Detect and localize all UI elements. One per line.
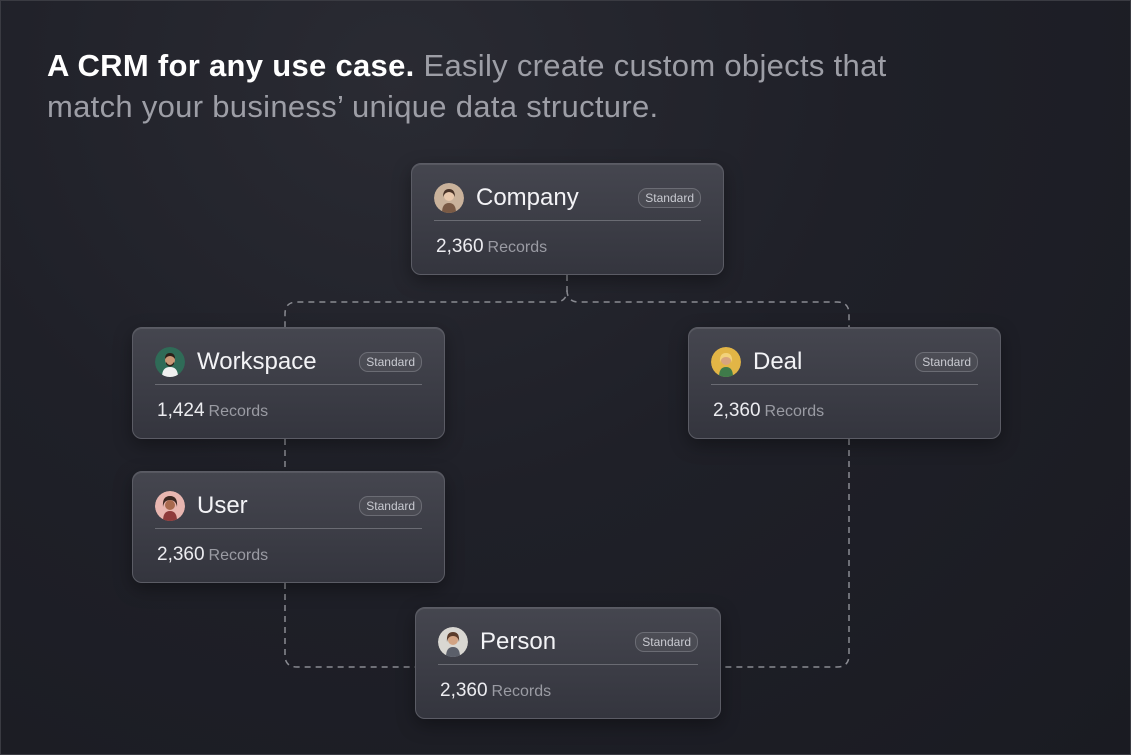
record-count-value: 2,360 [157,544,205,565]
standard-badge: Standard [359,496,422,516]
standard-badge: Standard [635,632,698,652]
record-count-label: Records [491,683,552,700]
card-title: Person [480,628,557,655]
connector-user-person [284,583,415,668]
record-count-value: 2,360 [440,680,488,701]
company-avatar-icon [434,183,464,213]
card-title: User [197,492,248,519]
person-avatar-icon [438,627,468,657]
connector-company-deal [566,289,850,327]
card-header: Company Standard [434,176,701,221]
standard-badge: Standard [638,188,701,208]
record-count-label: Records [487,239,548,256]
headline-description: Easily create custom objects that match … [47,48,887,124]
record-count-label: Records [764,403,825,420]
card-header: User Standard [155,484,422,529]
card-title: Deal [753,348,803,375]
deal-avatar-icon [711,347,741,377]
standard-badge: Standard [915,352,978,372]
record-count-label: Records [208,547,269,564]
card-header: Deal Standard [711,340,978,385]
card-title: Company [476,184,579,211]
record-count-label: Records [208,403,269,420]
record-count-value: 2,360 [713,400,761,421]
workspace-avatar-icon [155,347,185,377]
connector-company-workspace [284,275,568,327]
card-header: Person Standard [438,620,698,665]
card-title: Workspace [197,348,317,375]
user-avatar-icon [155,491,185,521]
connector-deal-person [721,439,850,668]
record-count-value: 2,360 [436,236,484,257]
headline-lead: A CRM for any use case. [47,48,415,83]
headline: A CRM for any use case. Easily create cu… [47,45,907,127]
card-header: Workspace Standard [155,340,422,385]
record-count-value: 1,424 [157,400,205,421]
standard-badge: Standard [359,352,422,372]
